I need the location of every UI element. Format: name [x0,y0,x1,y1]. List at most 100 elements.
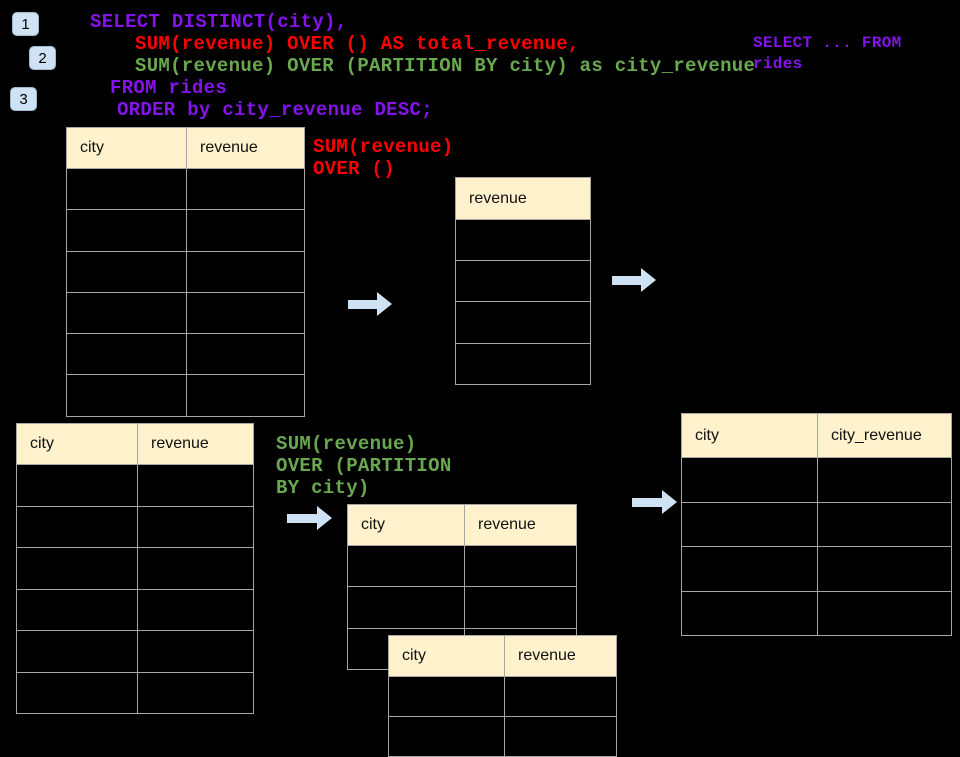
step-badge-1: 1 [12,12,39,36]
step-badge-2: 2 [29,46,56,70]
table-total-revenue: revenue [455,177,591,385]
annotation-partition-line-2: OVER (PARTITION [276,455,452,477]
empty-cell [186,334,304,375]
empty-cell [456,344,590,384]
empty-cell [67,375,186,415]
empty-cell [67,334,186,374]
table-row [17,464,253,506]
column-header: city [361,516,385,533]
arrow-shaft [287,513,317,523]
table-rides-source-top: city revenue [66,127,305,417]
annotation-total-line-1: SUM(revenue) [313,136,454,158]
table-city-revenue-result: city city_revenue [681,413,952,636]
column-header: revenue [186,128,304,168]
empty-cell [348,587,464,627]
table-row [17,630,253,672]
table-row [456,219,590,260]
empty-cell [456,302,590,342]
empty-cell [137,548,253,589]
table-row [682,457,951,502]
annotation-partition-line-3: BY city) [276,477,370,499]
arrow-shaft [632,497,662,507]
column-header: revenue [137,424,253,464]
column-header: city_revenue [817,414,951,457]
empty-cell [186,292,304,334]
table-header-row: city revenue [348,505,576,545]
table-row [17,671,253,714]
table-body [456,219,590,384]
empty-cell [137,465,253,506]
arrow-right-icon [612,268,656,292]
empty-cell [67,293,186,333]
table-row [682,546,951,591]
empty-cell [682,503,817,547]
table-header-row: revenue [456,178,590,219]
empty-cell [137,631,253,672]
empty-cell [137,589,253,630]
table-header-row: city city_revenue [682,414,951,457]
empty-cell [348,546,464,586]
empty-cell [817,591,951,635]
empty-cell [17,590,137,631]
column-header: city [30,435,54,452]
empty-cell [682,458,817,502]
table-row [456,301,590,342]
empty-cell [456,261,590,301]
arrow-right-icon [287,506,332,530]
sql-line-from: FROM rides [110,77,228,99]
arrow-shaft [348,299,377,309]
empty-cell [67,169,186,209]
annotation-partition-line-1: SUM(revenue) [276,433,417,455]
empty-cell [186,210,304,251]
table-row [348,545,576,587]
empty-cell [504,717,616,756]
empty-cell [17,465,137,506]
column-header: city [695,426,719,444]
empty-cell [504,677,616,716]
table-row [67,291,304,334]
table-row [348,586,576,628]
empty-cell [67,252,186,292]
sql-line-order: ORDER by city_revenue DESC; [117,99,433,121]
table-row [67,168,304,210]
empty-cell [137,506,253,547]
empty-cell [186,169,304,210]
arrow-head [641,268,656,292]
table-body [389,676,616,756]
table-row [389,716,616,756]
empty-cell [67,210,186,250]
column-header: city [80,139,104,156]
table-body [682,457,951,635]
empty-cell [17,507,137,548]
empty-cell [817,458,951,502]
table-header-row: city revenue [67,128,304,168]
sql-line-select: SELECT DISTINCT(city), [90,11,348,33]
table-body [17,464,253,713]
empty-cell [186,251,304,292]
empty-cell [137,672,253,713]
table-row [456,342,590,384]
empty-cell [817,547,951,591]
column-header: revenue [469,189,527,207]
empty-cell [456,220,590,260]
column-header: revenue [464,505,576,545]
table-row [17,547,253,589]
arrow-head [317,506,332,530]
arrow-head [662,490,677,514]
table-row [67,209,304,251]
arrow-right-icon [348,292,392,316]
column-header: city [402,647,426,664]
empty-cell [817,502,951,546]
table-partition-a: city revenue [347,504,577,670]
arrow-head [377,292,392,316]
empty-cell [186,375,304,416]
sql-line-total: SUM(revenue) OVER () AS total_revenue, [135,33,580,55]
table-header-row: city revenue [17,424,253,464]
table-row [389,676,616,716]
empty-cell [17,673,137,714]
arrow-right-icon [632,490,677,514]
table-row [67,333,304,375]
empty-cell [464,546,576,587]
